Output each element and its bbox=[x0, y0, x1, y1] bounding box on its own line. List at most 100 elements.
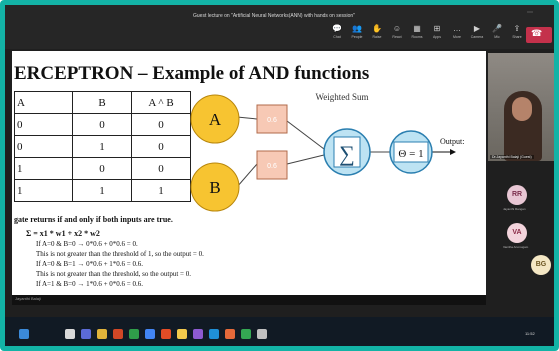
leave-button[interactable]: ☎ bbox=[526, 27, 552, 43]
text-line: gate returns if and only if both inputs … bbox=[14, 215, 173, 224]
toolbar-react-button[interactable]: ☺ React bbox=[387, 21, 407, 47]
table-cell: 0 bbox=[14, 135, 73, 158]
text-line: This is not greater than the threshold, … bbox=[36, 270, 192, 278]
table-cell: 1 bbox=[14, 157, 73, 180]
excel-icon[interactable] bbox=[129, 329, 139, 339]
teams-icon[interactable] bbox=[81, 329, 91, 339]
folder-icon[interactable] bbox=[97, 329, 107, 339]
phone-icon: ☎ bbox=[531, 28, 543, 38]
table-cell: 1 bbox=[72, 135, 132, 158]
meeting-title: Guest lecture on "Artificial Neural Netw… bbox=[193, 13, 355, 19]
toolbar-label: Apps bbox=[433, 35, 441, 39]
text-line: If A=0 & B=1 → 0*0.6 + 1*0.6 = 0.6. bbox=[36, 260, 143, 268]
camera-icon: ▶ bbox=[473, 24, 481, 33]
input-node-a bbox=[190, 94, 240, 144]
weight-box-b bbox=[256, 150, 288, 180]
connection-a-weight bbox=[236, 116, 258, 120]
participant-avatar[interactable]: VA bbox=[507, 223, 527, 243]
threshold-box bbox=[393, 141, 429, 163]
table-cell: 1 bbox=[131, 179, 191, 202]
powerpoint-icon[interactable] bbox=[113, 329, 123, 339]
toolbar-label: Mic bbox=[494, 35, 500, 39]
toolbar-more-button[interactable]: …More bbox=[447, 21, 467, 47]
media-icon[interactable] bbox=[225, 329, 235, 339]
table-row: 0 1 0 bbox=[14, 135, 191, 158]
weight-box-a bbox=[256, 104, 288, 134]
app-icon[interactable] bbox=[193, 329, 203, 339]
input-node-b bbox=[190, 162, 240, 212]
table-row: 0 0 0 bbox=[14, 113, 191, 136]
react-icon: ☺ bbox=[392, 24, 402, 33]
table-header-cell: B bbox=[72, 91, 132, 114]
table-header-cell: A bbox=[14, 91, 73, 114]
table-row: 1 0 0 bbox=[14, 157, 191, 180]
presenter-strip: Jayanthi Balaji bbox=[12, 295, 486, 305]
toolbar-label: Camera bbox=[470, 35, 484, 39]
firefox-icon[interactable] bbox=[161, 329, 171, 339]
table-cell: 1 bbox=[72, 179, 132, 202]
people-icon: 👥 bbox=[352, 24, 362, 33]
toolbar-camera-button[interactable]: ▶ Camera bbox=[467, 21, 487, 47]
table-cell: 0 bbox=[72, 157, 132, 180]
text-line: This is not greater than the threshold o… bbox=[36, 250, 204, 258]
presenter-strip-name: Jayanthi Balaji bbox=[15, 296, 41, 301]
table-cell: 0 bbox=[14, 113, 73, 136]
search-icon[interactable] bbox=[65, 329, 75, 339]
windows-taskbar: 11:52 bbox=[5, 317, 554, 346]
toolbar-apps-button[interactable]: ⊞Apps bbox=[427, 21, 447, 47]
output-arrow-head bbox=[450, 149, 456, 155]
mic-icon: 🎤 bbox=[492, 24, 502, 33]
notes-icon[interactable] bbox=[177, 329, 187, 339]
settings-icon[interactable] bbox=[257, 329, 267, 339]
toolbar-share-button[interactable]: ⇪ Share bbox=[507, 21, 527, 47]
sum-box bbox=[333, 136, 361, 168]
presenter-video[interactable]: Dr.Jayanthi Balaji (Guest) bbox=[488, 53, 554, 161]
meeting-toolbar: 💬 Chat 👥 People ✋ Raise ☺ React ▦Rooms⊞Apps…More… bbox=[327, 21, 527, 47]
shared-slide: ERCEPTRON – Example of AND functions A B… bbox=[12, 51, 486, 295]
formula-line: Σ = x1 * w1 + x2 * w2 bbox=[26, 229, 100, 238]
participant-avatar[interactable]: RR bbox=[507, 185, 527, 205]
presenter-face bbox=[512, 97, 532, 121]
sum-symbol: ∑ bbox=[339, 141, 355, 166]
edge-icon[interactable] bbox=[209, 329, 219, 339]
perceptron-diagram: A B 0.6 0.6 Weighted Sum ∑ Θ = 1 Output: bbox=[190, 92, 464, 212]
share-icon: ⇪ bbox=[513, 24, 521, 33]
toolbar-label: Chat bbox=[333, 35, 341, 39]
weight-a-value: 0.6 bbox=[267, 117, 277, 124]
table-row: 1 1 1 bbox=[14, 179, 191, 202]
toolbar-label: React bbox=[392, 35, 402, 39]
weighted-sum-label: Weighted Sum bbox=[315, 92, 368, 102]
table-header-row: A B A ^ B bbox=[14, 91, 191, 114]
input-b-label: B bbox=[209, 178, 220, 197]
presenter-name: Dr.Jayanthi Balaji (Guest) bbox=[490, 155, 534, 159]
text-line: If A=1 & B=0 → 1*0.6 + 0*0.6 = 0.6. bbox=[36, 280, 143, 288]
toolbar-label: People bbox=[351, 35, 363, 39]
participant-avatar[interactable]: BG bbox=[531, 255, 551, 275]
toolbar-mic-button[interactable]: 🎤 Mic bbox=[487, 21, 507, 47]
whatsapp-icon[interactable] bbox=[241, 329, 251, 339]
toolbar-label: Rooms bbox=[411, 35, 423, 39]
toolbar-people-button[interactable]: 👥 People bbox=[347, 21, 367, 47]
connection-weight-b-sum bbox=[286, 154, 325, 165]
output-label: Output: bbox=[440, 137, 464, 146]
more-icon: … bbox=[453, 24, 461, 33]
threshold-label: Θ = 1 bbox=[398, 148, 423, 160]
truth-table: A B A ^ B 0 0 0 0 1 0 1 0 0 1 1 bbox=[14, 91, 191, 202]
raise-hand-icon: ✋ bbox=[372, 24, 382, 33]
toolbar-rooms-button[interactable]: ▦Rooms bbox=[407, 21, 427, 47]
meeting-top-bar: Guest lecture on "Artificial Neural Netw… bbox=[5, 5, 554, 49]
toolbar-raise-hand-button[interactable]: ✋ Raise bbox=[367, 21, 387, 47]
participant-name: Vanitha Arumugam bbox=[503, 245, 529, 249]
start-icon[interactable] bbox=[19, 329, 29, 339]
chat-icon: 💬 bbox=[332, 24, 342, 33]
toolbar-label: Raise bbox=[372, 35, 382, 39]
system-clock: 11:52 bbox=[525, 331, 535, 336]
chrome-icon[interactable] bbox=[145, 329, 155, 339]
toolbar-chat-button[interactable]: 💬 Chat bbox=[327, 21, 347, 47]
more-options-icon[interactable]: ⋯ bbox=[527, 10, 533, 16]
slide-title: ERCEPTRON – Example of AND functions bbox=[14, 63, 370, 84]
table-cell: 1 bbox=[14, 179, 73, 202]
toolbar-label: Share bbox=[512, 35, 522, 39]
